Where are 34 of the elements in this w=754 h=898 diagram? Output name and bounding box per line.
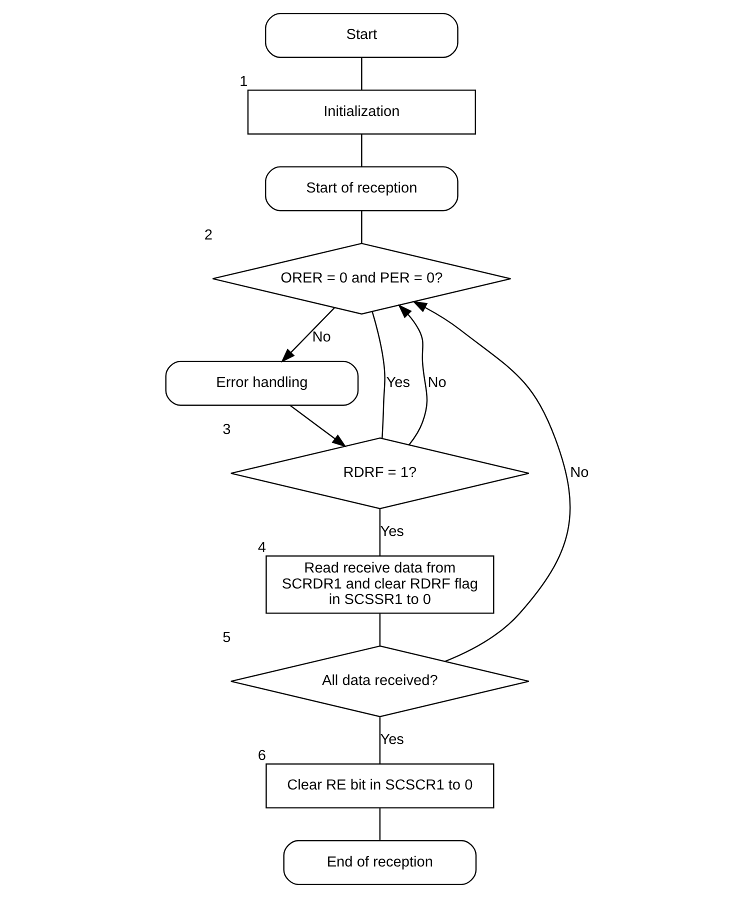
node-box: Error handling bbox=[164, 360, 358, 406]
edge-label: Yes bbox=[380, 732, 404, 748]
node-diamond: RDRF = 1? bbox=[230, 437, 530, 510]
edge-label: No bbox=[570, 465, 588, 482]
node-box: Initialization bbox=[246, 90, 476, 135]
connector bbox=[360, 134, 362, 167]
node-diamond: ORER = 0 and PER = 0? bbox=[212, 242, 511, 315]
node-diamond: All data received? bbox=[230, 645, 530, 718]
connector bbox=[378, 717, 380, 764]
node-box: End of reception bbox=[282, 840, 476, 886]
arrow bbox=[412, 300, 570, 662]
connector bbox=[371, 312, 385, 438]
node-box: Clear RE bit in SCSCR1 to 0 bbox=[265, 763, 494, 808]
node-label: 5 bbox=[222, 630, 230, 646]
node-box: Start of reception bbox=[264, 166, 458, 212]
node-label: 3 bbox=[222, 422, 230, 438]
arrow bbox=[397, 304, 428, 446]
edge-label: No bbox=[312, 329, 330, 346]
edge-label: No bbox=[427, 375, 446, 392]
node-label: 6 bbox=[257, 748, 266, 764]
node-box: Start bbox=[264, 12, 458, 58]
node-label: 4 bbox=[257, 540, 266, 556]
arrow bbox=[280, 307, 334, 363]
connector bbox=[378, 509, 380, 556]
arrow bbox=[289, 404, 346, 448]
node-label: 1 bbox=[239, 74, 248, 90]
connector bbox=[360, 210, 362, 244]
connector bbox=[378, 614, 380, 646]
edge-label: Yes bbox=[380, 524, 404, 540]
connector bbox=[360, 58, 362, 90]
node-box: Read receive data from SCRDR1 and clear RDRF flag in SCSSR1 to 0 bbox=[265, 555, 494, 614]
edge-label: Yes bbox=[386, 375, 410, 392]
node-label: 2 bbox=[204, 227, 212, 244]
connector bbox=[378, 808, 380, 840]
